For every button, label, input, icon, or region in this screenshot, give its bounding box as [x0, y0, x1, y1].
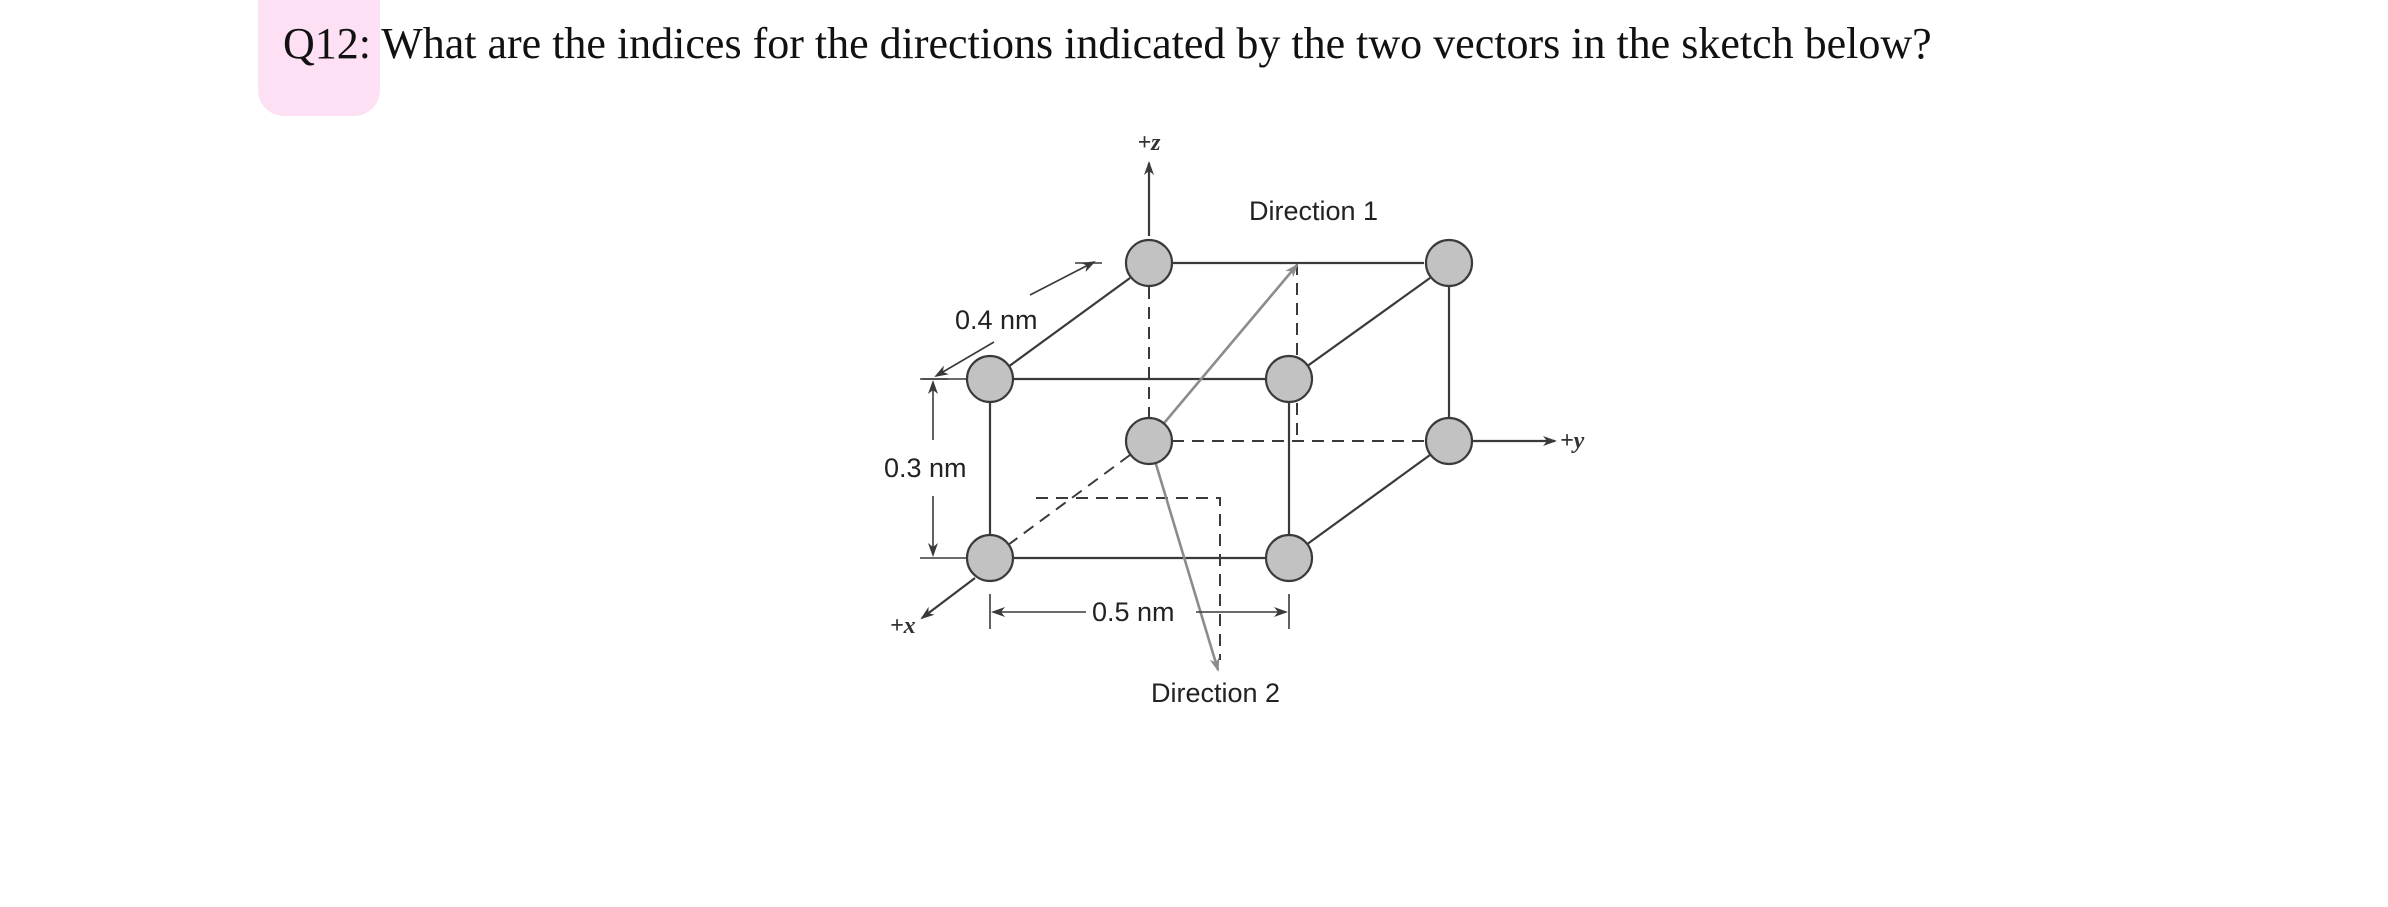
direction-2-vector — [1147, 440, 1220, 672]
direction-1-label: Direction 1 — [1249, 196, 1378, 226]
dimension-a-label: 0.4 nm — [955, 305, 1038, 335]
atom — [965, 354, 1015, 404]
question-number-highlight — [258, 0, 380, 116]
hidden-edges — [1007, 263, 1424, 546]
x-axis — [920, 577, 976, 620]
atoms — [965, 238, 1474, 583]
direction-2-guides — [1036, 497, 1221, 660]
dimension-b — [989, 594, 1290, 629]
atom — [965, 533, 1015, 583]
atom — [1124, 416, 1174, 466]
dimension-b-label: 0.5 nm — [1092, 597, 1175, 627]
question-body: What are the indices for the directions … — [371, 19, 1932, 68]
atom — [1264, 354, 1314, 404]
question-number: Q12: — [283, 19, 371, 68]
dimension-c-label: 0.3 nm — [884, 453, 967, 483]
direction-1-vector — [1148, 263, 1299, 442]
x-axis-label: +x — [890, 613, 916, 639]
y-axis-label: +y — [1560, 428, 1585, 454]
dimension-c — [920, 378, 967, 559]
direction-2-label: Direction 2 — [1151, 678, 1280, 708]
cell-edges — [988, 261, 1451, 560]
question-text: Q12: What are the indices for the direct… — [283, 14, 1932, 74]
z-axis-label: +z — [1137, 130, 1161, 156]
atom — [1424, 416, 1474, 466]
atom — [1264, 533, 1314, 583]
atom — [1424, 238, 1474, 288]
atom — [1124, 238, 1174, 288]
